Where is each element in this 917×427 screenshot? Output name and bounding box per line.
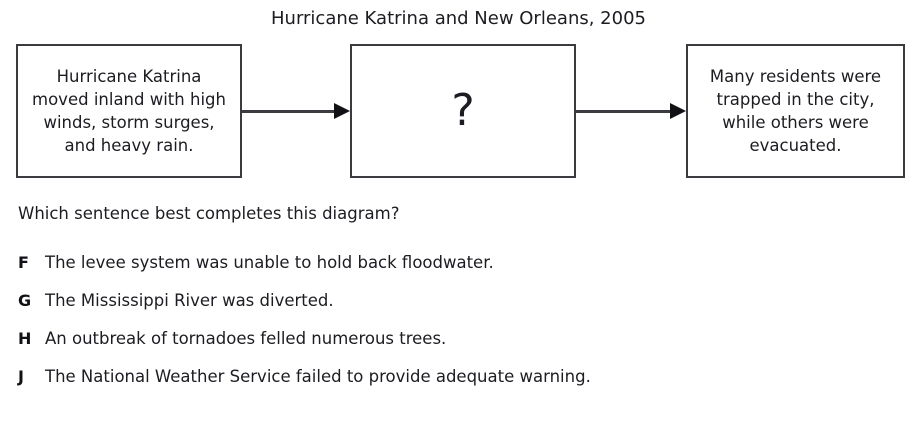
answer-option-g[interactable]: G The Mississippi River was diverted.	[0, 290, 917, 328]
arrow-head	[334, 103, 350, 119]
answer-option-g-text: The Mississippi River was diverted.	[45, 291, 334, 310]
answer-option-h[interactable]: H An outbreak of tornadoes felled numero…	[0, 328, 917, 366]
answer-option-h-text: An outbreak of tornadoes felled numerous…	[45, 329, 447, 348]
answer-option-f[interactable]: F The levee system was unable to hold ba…	[0, 252, 917, 290]
arrow-cause-to-unknown-icon	[242, 103, 350, 119]
answer-option-f-letter: F	[18, 253, 29, 272]
flow-box-result-text: Many residents were trapped in the city,…	[709, 67, 882, 155]
arrow-head	[670, 103, 686, 119]
answer-option-f-text: The levee system was unable to hold back…	[45, 253, 494, 272]
page-title: Hurricane Katrina and New Orleans, 2005	[271, 8, 646, 29]
flow-box-cause-text: Hurricane Katrina moved inland with high…	[32, 67, 226, 155]
answer-option-j[interactable]: J The National Weather Service failed to…	[0, 366, 917, 404]
answer-option-g-letter: G	[18, 291, 32, 310]
answer-option-j-text: The National Weather Service failed to p…	[45, 367, 591, 386]
arrow-shaft	[576, 110, 672, 113]
question-prompt: Which sentence best completes this diagr…	[18, 204, 400, 223]
flow-box-cause: Hurricane Katrina moved inland with high…	[16, 44, 242, 178]
arrow-unknown-to-result-icon	[576, 103, 686, 119]
answer-option-h-letter: H	[18, 329, 32, 348]
flow-box-result: Many residents were trapped in the city,…	[686, 44, 905, 178]
answer-options-list: F The levee system was unable to hold ba…	[0, 252, 917, 404]
arrow-shaft	[242, 110, 336, 113]
flow-box-unknown: ?	[350, 44, 576, 178]
flow-diagram: Hurricane Katrina moved inland with high…	[0, 44, 917, 180]
answer-option-j-letter: J	[18, 367, 24, 386]
question-mark-text: ?	[451, 85, 475, 136]
